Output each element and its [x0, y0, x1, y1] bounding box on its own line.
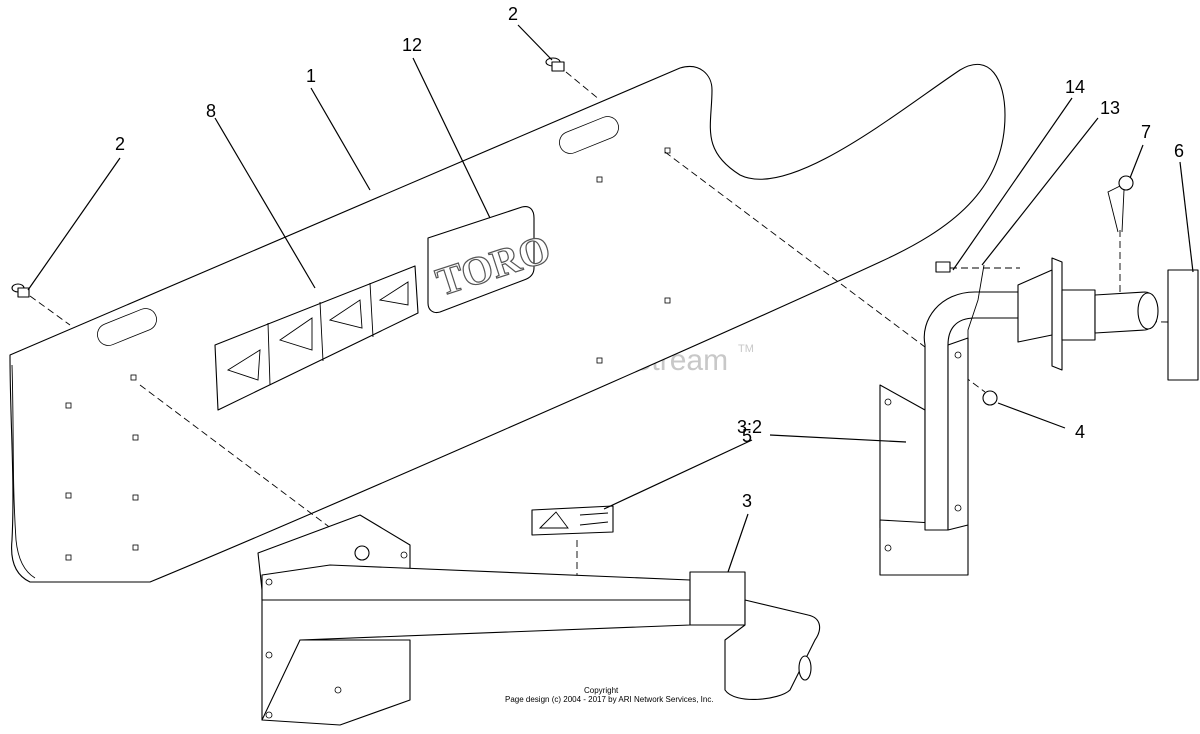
safety-decal	[214, 265, 419, 411]
callout-5: 5	[742, 426, 752, 446]
callout-4: 4	[1075, 422, 1085, 442]
callout-13: 13	[1100, 98, 1120, 118]
callout-14: 14	[1065, 77, 1085, 97]
callout-7: 7	[1141, 122, 1151, 142]
bolt-upper	[545, 57, 565, 72]
copyright-line-2: Page design (c) 2004 - 2017 by ARI Netwo…	[505, 695, 714, 704]
callout-3-2: 3:2	[737, 417, 762, 437]
callout-3: 3	[742, 491, 752, 511]
hitch-pin	[1107, 175, 1134, 233]
callout-12: 12	[402, 35, 422, 55]
watermark-tm: TM	[738, 343, 754, 355]
cable-13	[967, 264, 985, 340]
copyright-line-1: Copyright	[584, 686, 619, 695]
nut-4	[982, 390, 998, 406]
callout-2-upper: 2	[508, 4, 518, 24]
callout-6: 6	[1174, 141, 1184, 161]
mounting-arm	[879, 291, 1021, 576]
bracket-decal	[531, 505, 614, 536]
bolt-left	[11, 283, 30, 298]
square-plate	[1167, 269, 1199, 381]
screw-14	[935, 261, 951, 273]
callout-1: 1	[306, 66, 316, 86]
callout-8: 8	[206, 101, 216, 121]
mount-bracket	[257, 514, 821, 726]
hitch-plate	[1017, 257, 1159, 371]
nut-bracket	[354, 545, 370, 561]
deflector-panel	[9, 63, 1006, 583]
callout-2-left: 2	[115, 134, 125, 154]
